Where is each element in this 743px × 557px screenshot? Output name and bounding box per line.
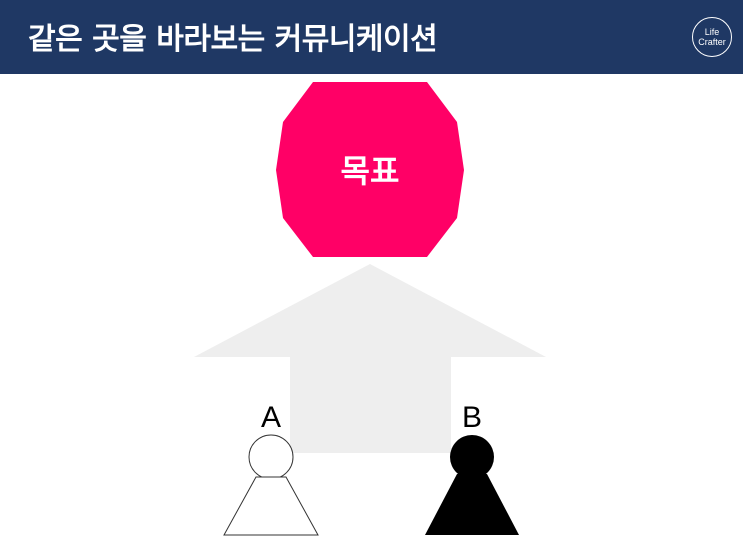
logo-line-crafter: Crafter — [698, 37, 726, 47]
goal-decagon — [276, 82, 464, 257]
person-b-head — [450, 435, 494, 479]
person-a-body — [223, 476, 319, 536]
title-bar: 같은 곳을 바라보는 커뮤니케이션 Life Crafter — [0, 0, 743, 74]
person-a-head — [248, 434, 294, 480]
logo-line-life: Life — [704, 27, 720, 37]
goal-label: 목표 — [341, 152, 400, 190]
life-crafter-logo: Life Crafter — [692, 17, 732, 57]
person-b-label: B — [462, 401, 482, 434]
upward-arrow — [194, 264, 546, 453]
page-title: 같은 곳을 바라보는 커뮤니케이션 — [28, 22, 438, 57]
person-a-label: A — [261, 401, 281, 434]
person-b-body — [425, 474, 519, 535]
